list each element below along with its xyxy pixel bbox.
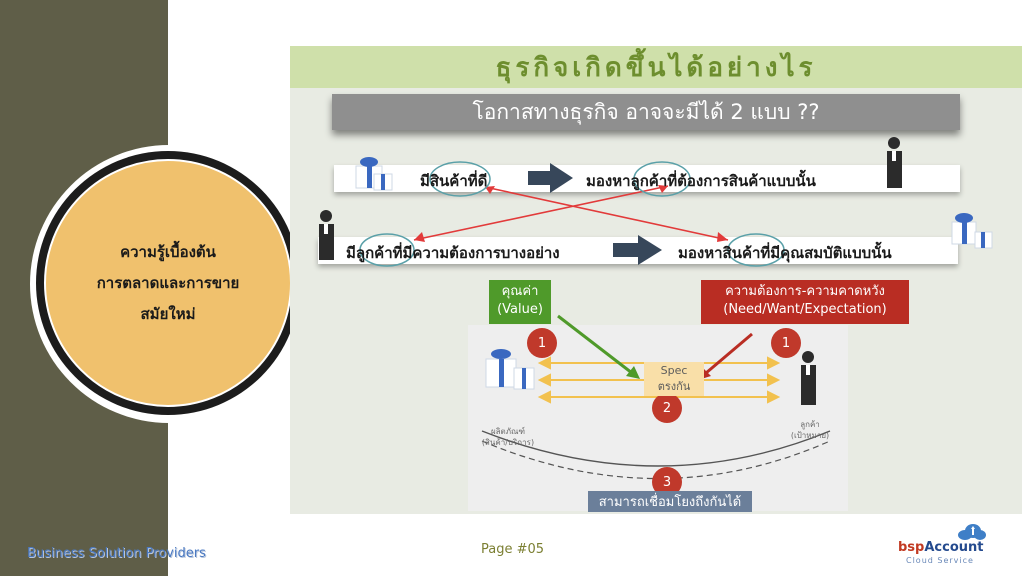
- dark-arrow-icon: [613, 235, 662, 265]
- cross-arrow-icon: [413, 185, 669, 241]
- need-label-line1: ความต้องการ-ความคาดหวัง: [725, 284, 885, 299]
- subtitle-box: โอกาสทางธุรกิจ อาจจะมีได้ 2 แบบ ??: [332, 94, 960, 130]
- logo-prefix: bsp: [898, 540, 925, 555]
- diagram-graphics: [319, 137, 993, 511]
- spec-box: Spec ตรงกัน: [644, 362, 704, 396]
- need-label: ความต้องการ-ความคาดหวัง (Need/Want/Expec…: [701, 280, 909, 324]
- logo-tagline: Cloud Service: [906, 556, 974, 565]
- value-label-line1: คุณค่า: [501, 284, 539, 299]
- need-arrow-icon: [705, 332, 753, 375]
- product-label-line2: (สินค้า/บริการ): [481, 438, 535, 447]
- gift-box-icon: [355, 157, 393, 191]
- highlight-circle-icon: [429, 161, 491, 197]
- value-arrow-icon: [557, 314, 633, 375]
- value-label: คุณค่า (Value): [489, 280, 551, 324]
- bottom-banner: สามารถเชื่อมโยงถึงกันได้: [588, 491, 752, 512]
- person-icon: [801, 351, 816, 405]
- product-label: ผลิตภัณฑ์ (สินค้า/บริการ): [476, 426, 540, 448]
- spec-line2: ตรงกัน: [657, 380, 691, 393]
- topic-line-2: การตลาดและการขาย: [96, 273, 240, 292]
- customer-label: ลูกค้า (เป้าหมาย): [780, 419, 840, 441]
- logo-name: Account: [924, 540, 984, 555]
- highlight-circle-icon: [633, 161, 691, 197]
- connection-curve-icon: [481, 430, 831, 467]
- slide-header: ธุรกิจเกิดขึ้นได้อย่างไร: [290, 46, 1022, 88]
- row1-right-text: มองหาลูกค้าที่ต้องการสินค้าแบบนั้น: [586, 172, 816, 190]
- topic-line-1: ความรู้เบื้องต้น: [120, 242, 216, 261]
- cross-arrow-icon: [484, 186, 729, 241]
- row-product-first: [334, 165, 960, 192]
- highlight-circle-icon: [727, 233, 785, 267]
- product-label-line1: ผลิตภัณฑ์: [490, 427, 526, 436]
- gift-box-icon: [951, 213, 993, 249]
- topic-line-3: สมัยใหม่: [140, 304, 196, 323]
- logo-wordmark: bspAccount: [898, 540, 984, 555]
- highlight-circle-icon: [359, 233, 415, 267]
- topic-circle: ความรู้เบื้องต้น การตลาดและการขาย สมัยให…: [44, 159, 292, 407]
- need-label-line2: (Need/Want/Expectation): [723, 302, 887, 317]
- row2-right-text: มองหาสินค้าที่มีคุณสมบัติแบบนั้น: [678, 244, 892, 262]
- company-name: Business Solution Providers: [27, 546, 206, 561]
- row1-left-text: มีสินค้าที่ดี: [420, 172, 488, 190]
- slide-image: ธุรกิจเกิดขึ้นได้อย่างไร โอกาสทางธุรกิจ …: [290, 46, 1022, 514]
- badge-one-right: 1: [771, 328, 801, 358]
- bsp-account-logo: bspAccount Cloud Service: [898, 523, 998, 569]
- slide-title: ธุรกิจเกิดขึ้นได้อย่างไร: [495, 52, 817, 83]
- subtitle-text: โอกาสทางธุรกิจ อาจจะมีได้ 2 แบบ ??: [472, 99, 820, 124]
- badge-one-left: 1: [527, 328, 557, 358]
- value-label-line2: (Value): [497, 302, 543, 317]
- person-icon: [319, 210, 334, 260]
- customer-label-line2: (เป้าหมาย): [790, 431, 830, 440]
- page-number: Page #05: [481, 542, 545, 557]
- gift-box-icon: [485, 349, 535, 390]
- dark-arrow-icon: [528, 163, 573, 193]
- person-icon: [887, 137, 902, 188]
- spec-line1: Spec: [660, 364, 688, 377]
- badge-two: 2: [652, 393, 682, 423]
- cloud-icon: [958, 524, 986, 540]
- row2-left-text: มีลูกค้าที่มีความต้องการบางอย่าง: [346, 244, 560, 262]
- customer-label-line1: ลูกค้า: [800, 420, 820, 429]
